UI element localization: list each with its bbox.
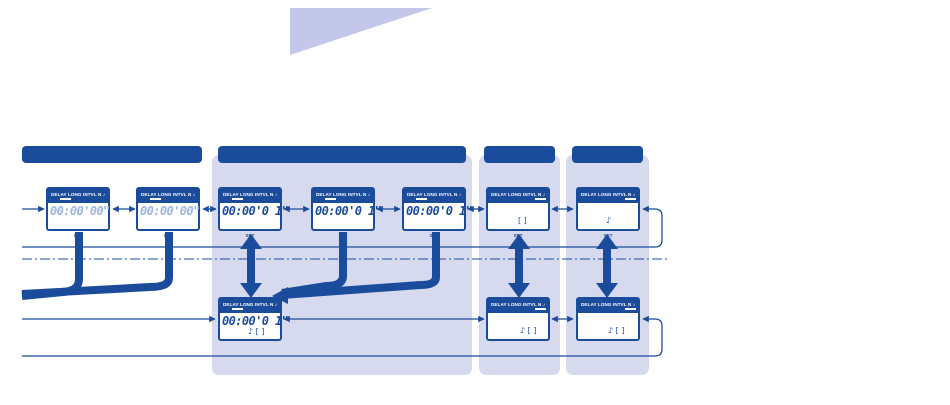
lcd-time-readout: 00:00'00" — [140, 204, 200, 218]
lcd-display-4: DELAY LONG INTVL N ♪ 00:00'0 1" SET — [311, 187, 382, 238]
lcd-display-3: DELAY LONG INTVL N ♪ 00:00'0 1" SET — [218, 187, 289, 238]
lcd-mode-labels: DELAY LONG INTVL N ♪ — [491, 192, 546, 197]
arrow-head-down — [508, 283, 530, 298]
lcd-mode-labels: DELAY LONG INTVL N ♪ — [581, 192, 636, 197]
lcd-mode-indicator — [325, 198, 336, 200]
return-line-row-2 — [22, 315, 663, 357]
lcd-mode-indicator — [535, 308, 546, 310]
lcd-set-label: SET — [603, 233, 613, 238]
arrow-head-up — [508, 234, 530, 249]
lcd-set-label: SET — [338, 233, 348, 238]
lcd-display-1: DELAY LONG INTVL N ♪ 00:00'00" SET — [46, 187, 110, 238]
lcd-set-label: SET — [245, 233, 255, 238]
thick-arrowhead-to-d8 — [272, 287, 288, 304]
lcd-time-readout: 00:00'0 1" — [406, 204, 473, 218]
lcd-display-7: DELAY LONG INTVL N ♪ ♪ SET — [576, 187, 640, 238]
section-header-bar-2 — [218, 146, 466, 163]
lcd-display-5: DELAY LONG INTVL N ♪ 00:00'0 1" SET — [402, 187, 473, 238]
thick-curve-from-d1 — [21, 232, 83, 300]
connector-lines — [22, 205, 663, 357]
lcd-set-label: SET — [513, 233, 523, 238]
lcd-display-2: DELAY LONG INTVL N ♪ 00:00'00" SET — [136, 187, 200, 238]
lcd-mode-indicator — [535, 198, 546, 200]
lcd-mode-labels: DELAY LONG INTVL N ♪ — [223, 302, 278, 307]
lcd-time-readout: 00:00'0 1" — [315, 204, 382, 218]
thick-curve-from-d4 — [281, 232, 347, 297]
lcd-mode-labels: DELAY LONG INTVL N ♪ — [316, 192, 371, 197]
arrow-shaft — [515, 247, 523, 285]
lcd-mode-labels: DELAY LONG INTVL N ♪ — [51, 192, 106, 197]
lcd-mode-indicator — [416, 198, 427, 200]
lcd-display-10: DELAY LONG INTVL N ♪ ♪ [ ] — [576, 297, 640, 341]
arrow-shaft — [247, 247, 255, 285]
arrow-head-up — [596, 234, 618, 249]
lcd-mode-indicator — [150, 198, 161, 200]
top-triangle-shape — [290, 8, 432, 55]
arrow-head-down — [240, 283, 262, 298]
musical-note-icon: ♪ — [606, 216, 612, 225]
arrow-head-up — [240, 234, 262, 249]
lcd-display-6: DELAY LONG INTVL N ♪ [ ] SET — [486, 187, 550, 238]
lcd-mode-labels: DELAY LONG INTVL N ♪ — [581, 302, 636, 307]
lcd-mode-indicator — [625, 198, 636, 200]
lcd-mode-indicator — [232, 308, 243, 310]
thick-curve-from-d5 — [281, 232, 440, 299]
vertical-double-arrow-d3-d8 — [240, 234, 262, 298]
lcd-time-readout: 00:00'0 1" — [222, 314, 289, 328]
vertical-double-arrow-d6-d9 — [508, 234, 530, 298]
lcd-mode-indicator — [60, 198, 71, 200]
lcd-set-label: SET — [429, 233, 439, 238]
vertical-double-arrow-d7-d10 — [596, 234, 618, 298]
lcd-mode-indicator — [232, 198, 243, 200]
lcd-time-readout: 00:00'00" — [50, 204, 110, 218]
lcd-mode-labels: DELAY LONG INTVL N ♪ — [491, 302, 546, 307]
lcd-mode-labels: DELAY LONG INTVL N ♪ — [141, 192, 196, 197]
thick-flow-arrows — [21, 232, 440, 300]
section-header-bar-3 — [484, 146, 555, 163]
lcd-sub-readout: ♪ [ ] — [248, 327, 265, 336]
lcd-header-band — [578, 299, 638, 313]
lcd-mode-labels: DELAY LONG INTVL N ♪ — [407, 192, 462, 197]
lcd-sub-readout: [ ] — [518, 216, 527, 225]
lcd-sub-readout: ♪ [ ] — [520, 326, 537, 335]
lcd-mode-labels: DELAY LONG INTVL N ♪ — [223, 192, 278, 197]
lcd-header-band — [578, 189, 638, 203]
section-header-bar-4 — [572, 146, 643, 163]
lcd-set-label: SET — [163, 233, 173, 238]
lcd-mode-indicator — [625, 308, 636, 310]
section-header-bar-1 — [22, 146, 202, 163]
lcd-sub-readout: ♪ [ ] — [608, 326, 625, 335]
return-line-row-1 — [22, 205, 663, 248]
thick-curve-from-d2 — [21, 232, 173, 298]
arrow-head-down — [596, 283, 618, 298]
lcd-header-band — [488, 189, 548, 203]
lcd-display-9: DELAY LONG INTVL N ♪ ♪ [ ] — [486, 297, 550, 341]
lcd-header-band — [488, 299, 548, 313]
lcd-time-readout: 00:00'0 1" — [222, 204, 289, 218]
lcd-set-label: SET — [73, 233, 83, 238]
arrow-shaft — [603, 247, 611, 285]
lcd-display-8: DELAY LONG INTVL N ♪ 00:00'0 1" ♪ [ ] — [218, 297, 289, 341]
